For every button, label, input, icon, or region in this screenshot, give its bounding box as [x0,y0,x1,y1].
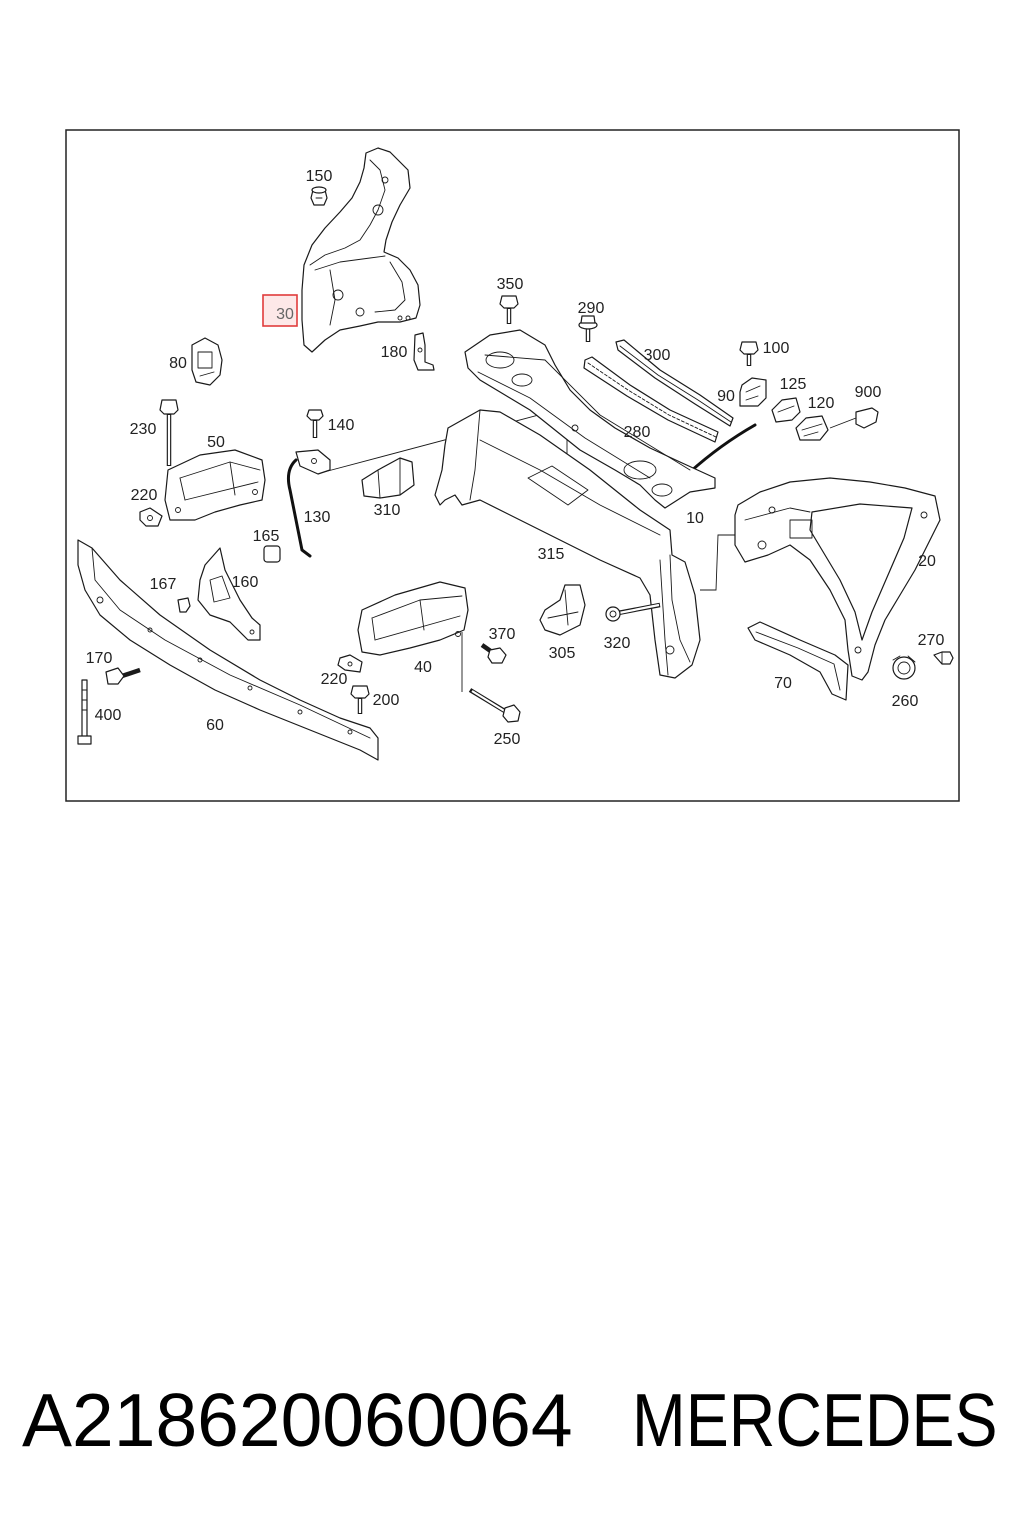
part-170-drawing [105,667,141,685]
highlight-box [262,294,298,327]
diagram-frame [65,129,960,802]
callout-260: 260 [892,693,919,710]
part-50-drawing [164,449,266,521]
callout-165: 165 [253,528,280,545]
part-120-drawing [795,415,829,441]
part-165-drawing [263,545,281,563]
part-900-drawing [855,407,879,429]
part-130-drawing [287,449,331,558]
part-200-drawing [350,685,370,714]
brand-caption: MERCEDES [632,1378,998,1462]
callout-labels: 150 30 180 350 290 300 100 125 90 900 12… [86,168,945,748]
callout-220-lower: 220 [321,671,348,688]
part-80-drawing [191,337,223,386]
part-315-drawing [434,409,701,679]
callout-50: 50 [207,434,225,451]
callout-230: 230 [130,421,157,438]
part-290-drawing [578,315,598,342]
callout-125: 125 [780,376,807,393]
callout-130: 130 [304,509,331,526]
part-230-drawing [159,399,179,466]
leader-line-900-to-120 [829,417,857,429]
callout-315: 315 [538,546,565,563]
callout-900: 900 [855,384,882,401]
part-260-drawing [892,655,916,680]
part-300-drawing [615,339,734,427]
callout-80: 80 [169,355,187,372]
callout-200: 200 [373,692,400,709]
callout-70: 70 [774,675,792,692]
callout-310: 310 [374,502,401,519]
part-220-left-drawing [139,507,163,527]
callout-160: 160 [232,574,259,591]
part-270-drawing [933,651,954,665]
part-125-drawing [771,397,801,423]
part-30-drawing [301,147,421,353]
callout-320: 320 [604,635,631,652]
callout-280: 280 [624,424,651,441]
part-10-drawing [464,329,716,509]
callout-250: 250 [494,731,521,748]
part-20-drawing [734,477,941,681]
callout-270: 270 [918,632,945,649]
callout-100: 100 [763,340,790,357]
callout-90: 90 [717,388,735,405]
leader-lines [323,398,857,692]
part-310-drawing [361,457,415,499]
leader-line-140-to-10 [323,407,566,473]
callout-30: 30 [276,306,294,323]
callout-350: 350 [497,276,524,293]
part-150-drawing [310,186,328,206]
part-90-drawing [739,377,767,407]
callout-170: 170 [86,650,113,667]
callout-300: 300 [644,347,671,364]
part-180-drawing [413,332,435,371]
callout-290: 290 [578,300,605,317]
part-70-drawing [747,621,849,701]
callout-150: 150 [306,168,333,185]
exploded-parts-diagram: 150 30 180 350 290 300 100 125 90 900 12… [65,129,960,802]
cable-drawing [688,423,757,474]
callout-20: 20 [918,553,936,570]
part-140-drawing [306,409,324,438]
callout-10: 10 [686,510,704,527]
callout-140: 140 [328,417,355,434]
part-320-drawing [605,602,661,622]
callout-40: 40 [414,659,432,676]
callout-370: 370 [489,626,516,643]
part-350-drawing [499,295,519,324]
part-220-lower-drawing [337,654,363,673]
callout-120: 120 [808,395,835,412]
part-60-drawing [77,539,379,761]
part-167-drawing [177,597,191,613]
part-40-drawing [357,581,469,656]
part-280-drawing [583,356,719,443]
part-100-drawing [739,341,759,366]
callout-167: 167 [150,576,177,593]
part-160-drawing [197,547,261,641]
callout-220-left: 220 [131,487,158,504]
callout-60: 60 [206,717,224,734]
part-250-drawing [468,688,521,723]
part-370-drawing [480,643,507,664]
callout-180: 180 [381,344,408,361]
part-400-drawing [77,679,92,745]
leader-line-315-to-20 [700,534,738,591]
part-305-drawing [539,584,586,636]
callout-400: 400 [95,707,122,724]
part-number-caption: A218620060064 [22,1378,573,1462]
callout-305: 305 [549,645,576,662]
